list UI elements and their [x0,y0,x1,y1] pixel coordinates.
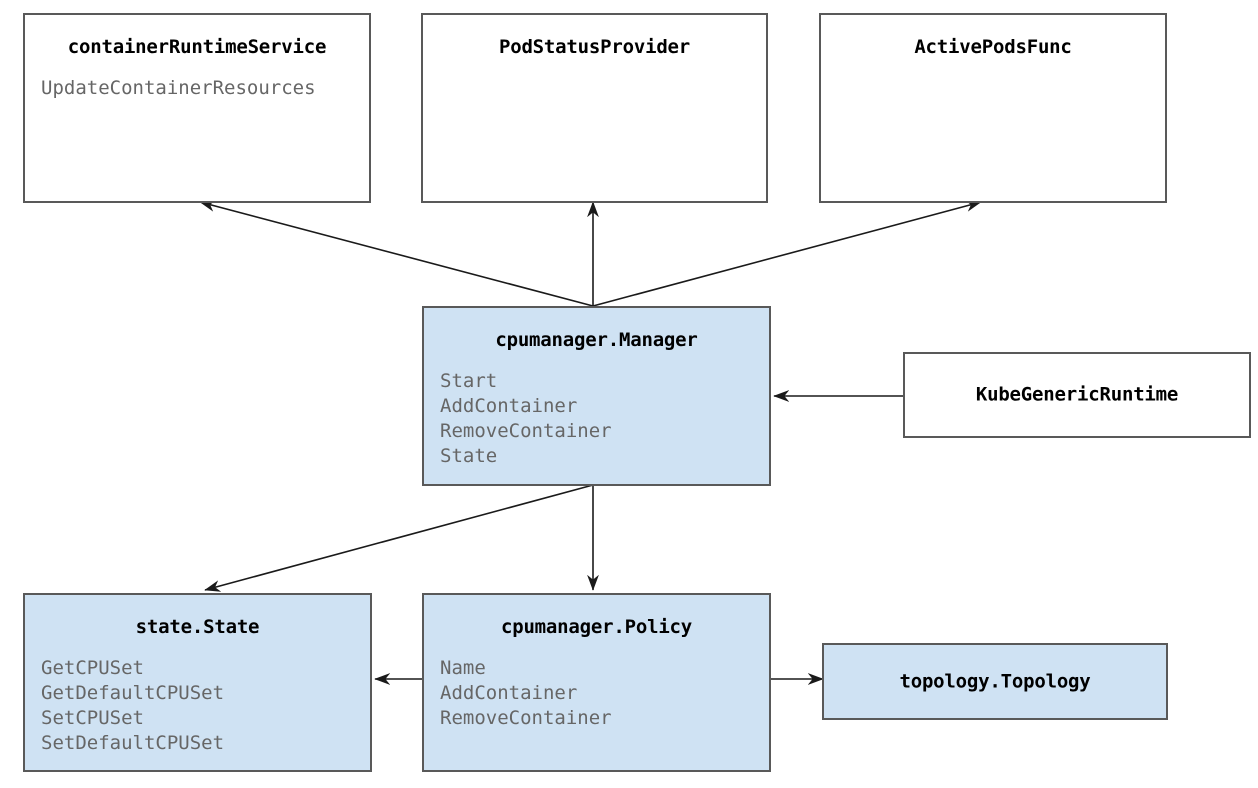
edge-manager-to-activepodsfunc [592,200,982,307]
edge-manager-to-containerruntimeservice [199,200,594,307]
node-title: topology.Topology [899,670,1091,693]
node-container-runtime-service[interactable]: containerRuntimeService UpdateContainerR… [23,13,371,203]
node-member: State [440,444,498,467]
node-member: RemoveContainer [440,419,612,442]
node-member: GetDefaultCPUSet [41,681,225,704]
node-member: AddContainer [440,681,578,704]
node-state-state[interactable]: state.State GetCPUSet GetDefaultCPUSet S… [23,593,372,772]
node-title: cpumanager.Manager [495,329,698,351]
node-title: containerRuntimeService [67,36,327,58]
node-title: PodStatusProvider [498,36,691,58]
node-active-pods-func[interactable]: ActivePodsFunc [819,13,1167,203]
node-member: SetCPUSet [41,706,144,729]
node-member: GetCPUSet [41,656,144,679]
node-member-list: UpdateContainerResources [25,76,369,101]
node-title: KubeGenericRuntime [975,383,1179,406]
edge-manager-to-statestate [204,484,594,592]
node-member: UpdateContainerResources [41,76,316,99]
node-member-list: GetCPUSet GetDefaultCPUSet SetCPUSet Set… [25,656,370,756]
node-member-list: Start AddContainer RemoveContainer State [424,369,769,469]
node-cpumanager-manager[interactable]: cpumanager.Manager Start AddContainer Re… [422,306,771,486]
node-member: RemoveContainer [440,706,612,729]
node-pod-status-provider[interactable]: PodStatusProvider [421,13,768,203]
node-member: AddContainer [440,394,578,417]
node-member: SetDefaultCPUSet [41,731,225,754]
node-topology-topology[interactable]: topology.Topology [822,643,1168,720]
node-cpumanager-policy[interactable]: cpumanager.Policy Name AddContainer Remo… [422,593,771,772]
node-kube-generic-runtime[interactable]: KubeGenericRuntime [903,352,1251,438]
node-member: Name [440,656,486,679]
node-member: Start [440,369,498,392]
node-title: cpumanager.Policy [500,616,693,638]
node-title: state.State [135,616,260,638]
node-member-list: Name AddContainer RemoveContainer [424,656,769,731]
node-title: ActivePodsFunc [914,36,1072,58]
